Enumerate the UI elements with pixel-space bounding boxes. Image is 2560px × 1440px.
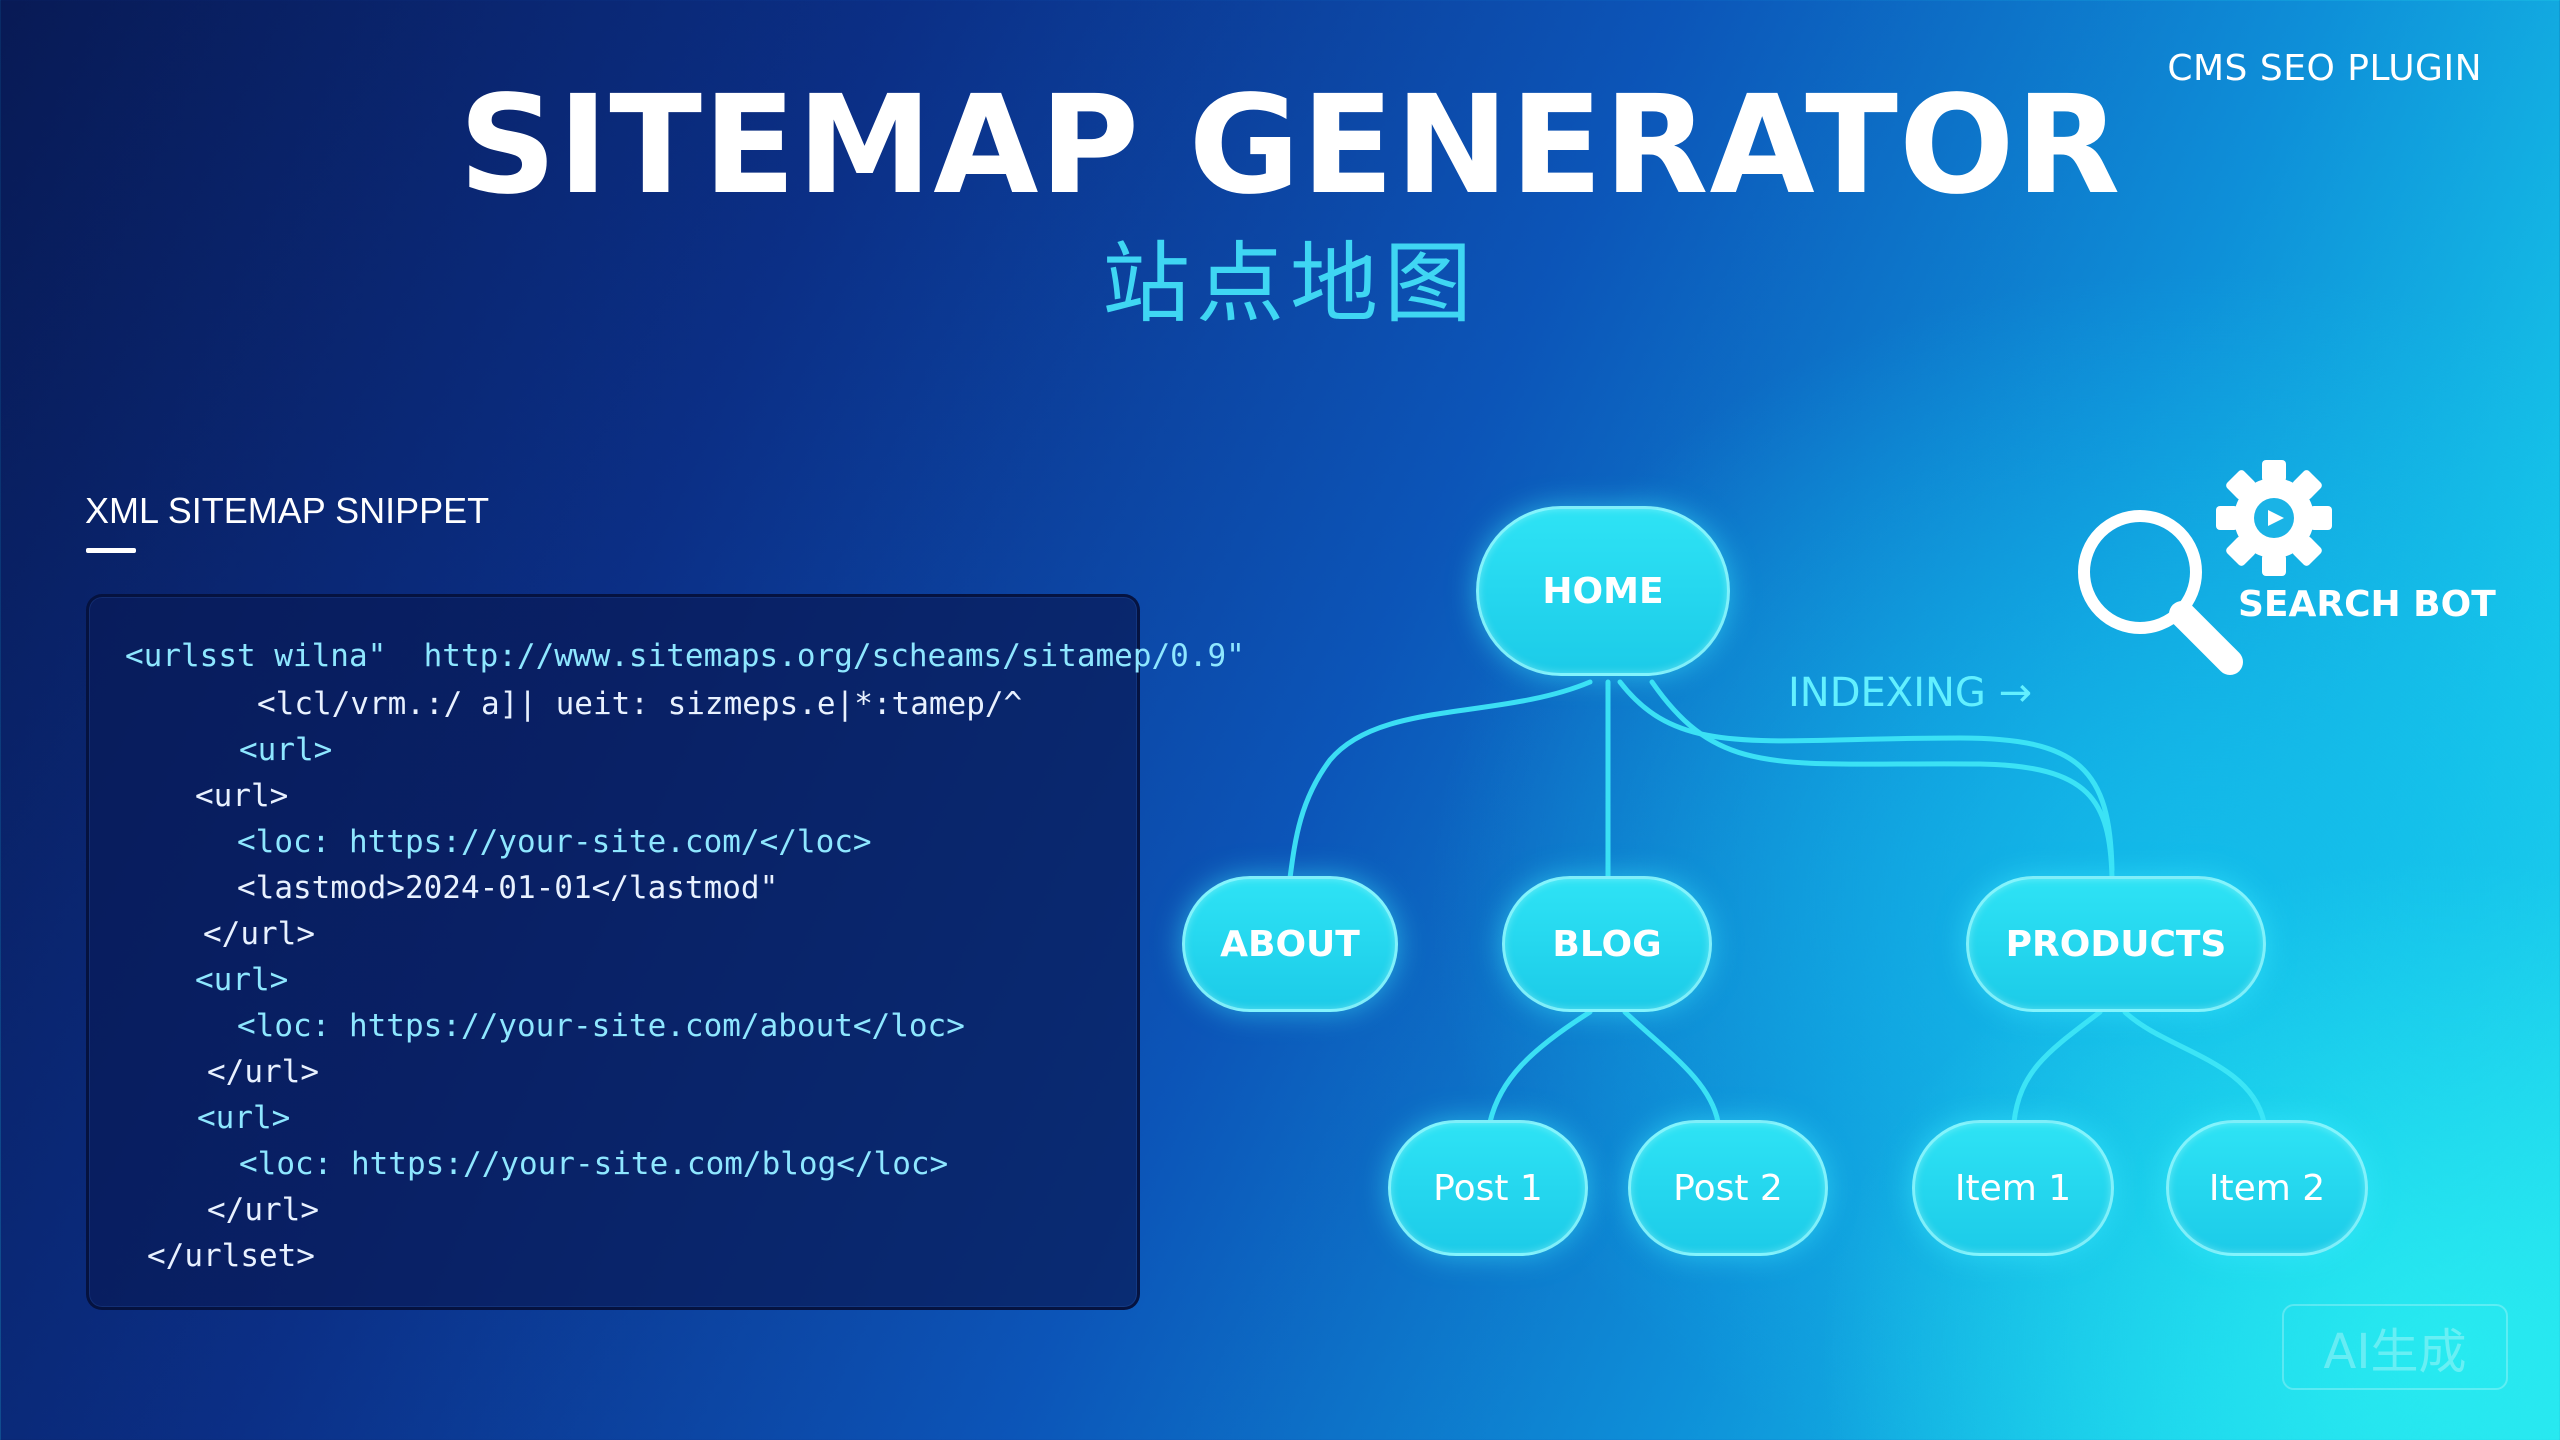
magnifier-icon bbox=[2078, 510, 2243, 675]
page-subtitle-cn: 站点地图 bbox=[1101, 232, 1478, 335]
snippet-heading-underline bbox=[86, 548, 136, 553]
connector-home-about bbox=[1287, 679, 1593, 881]
code-line: <url> bbox=[195, 778, 289, 814]
tree-node-post-1[interactable]: Post 1 bbox=[1388, 1120, 1588, 1256]
snippet-heading: XML SITEMAP SNIPPET bbox=[85, 490, 490, 531]
code-line: </urlset> bbox=[147, 1238, 315, 1274]
ai-generated-watermark: AI生成 bbox=[2282, 1304, 2508, 1390]
connector-blog-post1 bbox=[1487, 1009, 1593, 1125]
code-line: <lastmod>2024-01-01</lastmod" bbox=[237, 870, 779, 906]
tree-node-blog[interactable]: BLOG bbox=[1502, 876, 1712, 1012]
indexing-label: INDEXING → bbox=[1788, 670, 2033, 716]
code-line: <loc: https://your-site.com/about</loc> bbox=[237, 1008, 965, 1044]
tree-node-products[interactable]: PRODUCTS bbox=[1966, 876, 2266, 1012]
page-title: SITEMAP GENERATOR bbox=[458, 67, 2122, 225]
code-line: </url> bbox=[207, 1192, 319, 1228]
code-line: <loc: https://your-site.com/blog</loc> bbox=[239, 1146, 949, 1182]
code-line: </url> bbox=[207, 1054, 319, 1090]
tree-node-home[interactable]: HOME bbox=[1476, 506, 1730, 676]
code-line: <urlsst wilna" http://www.sitemaps.org/s… bbox=[125, 638, 1245, 674]
tree-node-item-2[interactable]: Item 2 bbox=[2166, 1120, 2368, 1256]
code-line: <url> bbox=[195, 962, 289, 998]
code-line: <url> bbox=[239, 732, 333, 768]
connector-products-item1 bbox=[2011, 1009, 2103, 1125]
connector-home-products-2 bbox=[1649, 679, 2115, 881]
connector-products-item2 bbox=[2122, 1009, 2267, 1125]
search-bot-label: SEARCH BOT bbox=[2238, 584, 2496, 625]
gear-icon bbox=[2216, 460, 2332, 576]
brand-label: CMS SEO PLUGIN bbox=[2167, 48, 2482, 89]
tree-node-item-1[interactable]: Item 1 bbox=[1912, 1120, 2114, 1256]
code-line: <url> bbox=[197, 1100, 291, 1136]
tree-node-post-2[interactable]: Post 2 bbox=[1628, 1120, 1828, 1256]
tree-node-about[interactable]: ABOUT bbox=[1182, 876, 1398, 1012]
xml-code-panel: <urlsst wilna" http://www.sitemaps.org/s… bbox=[86, 594, 1245, 1310]
code-line: </url> bbox=[203, 916, 315, 952]
connector-home-products-1 bbox=[1617, 679, 2115, 873]
code-line: <lcl/vrm.:/ a]| ueit: sizmeps.e|*:tamep/… bbox=[257, 686, 1023, 722]
connector-blog-post2 bbox=[1622, 1009, 1721, 1125]
code-line: <loc: https://your-site.com/</loc> bbox=[237, 824, 872, 860]
